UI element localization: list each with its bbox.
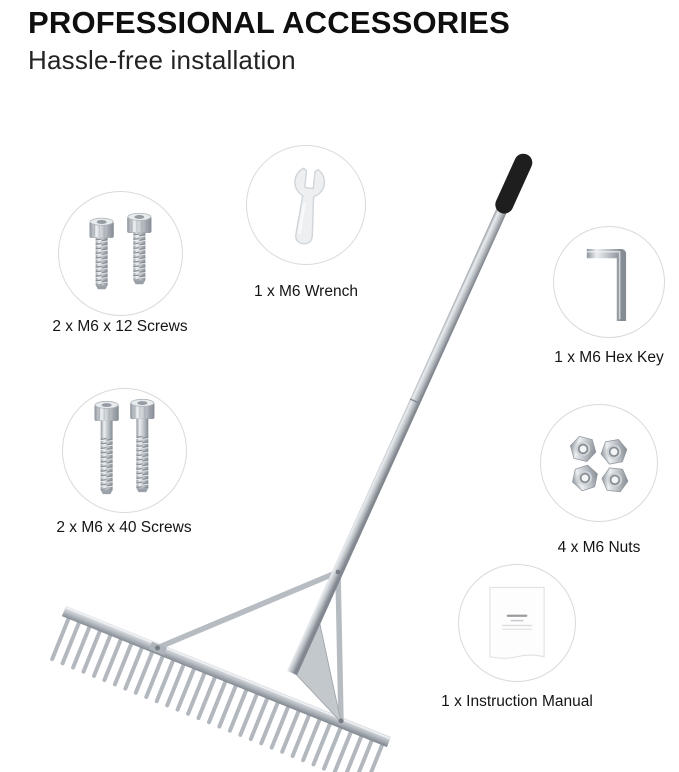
accessory-callout-hex-key: 1 x M6 Hex Key: [499, 226, 679, 367]
page-title: PROFESSIONAL ACCESSORIES: [28, 5, 510, 40]
nuts-icon: [566, 433, 630, 494]
rake-teeth: [50, 614, 385, 772]
accessory-label: 1 x M6 Hex Key: [554, 349, 664, 366]
accessory-circle: [57, 191, 183, 316]
accessory-circle: [540, 404, 658, 522]
accessory-label: 2 x M6 x 40 Screws: [56, 519, 192, 536]
bolt-dots: [155, 569, 344, 724]
rake-braces: [154, 569, 344, 725]
accessory-callout-screws-long: 2 x M6 x 40 Screws: [14, 388, 234, 537]
accessory-callout-screws-short: 2 x M6 x 12 Screws: [10, 191, 230, 336]
hex-key-icon: [586, 248, 627, 322]
accessory-callout-nuts: 4 x M6 Nuts: [489, 404, 679, 557]
screws-short-icon: [88, 212, 152, 290]
page-subtitle: Hassle-free installation: [28, 44, 296, 75]
handle-joint-line: [409, 398, 421, 405]
accessory-circle: [553, 226, 665, 338]
accessory-circle: [246, 145, 366, 265]
accessory-label: 1 x M6 Wrench: [254, 283, 358, 300]
screws-long-icon: [93, 398, 155, 495]
wrench-icon: [294, 167, 326, 245]
accessory-callout-manual: 1 x Instruction Manual: [407, 564, 627, 711]
accessory-label: 4 x M6 Nuts: [557, 539, 641, 556]
page-header: PROFESSIONAL ACCESSORIES Hassle-free ins…: [28, 5, 510, 76]
accessory-label: 2 x M6 x 12 Screws: [52, 318, 188, 335]
rake-head-bar: [61, 605, 392, 748]
rake-handle: [287, 167, 525, 676]
accessory-circle: [61, 388, 187, 513]
handle-grip: [495, 153, 533, 214]
manual-icon: [489, 586, 545, 659]
accessory-label: 1 x Instruction Manual: [441, 693, 593, 710]
accessory-callout-wrench: 1 x M6 Wrench: [196, 145, 416, 301]
accessory-circle: [458, 564, 576, 682]
